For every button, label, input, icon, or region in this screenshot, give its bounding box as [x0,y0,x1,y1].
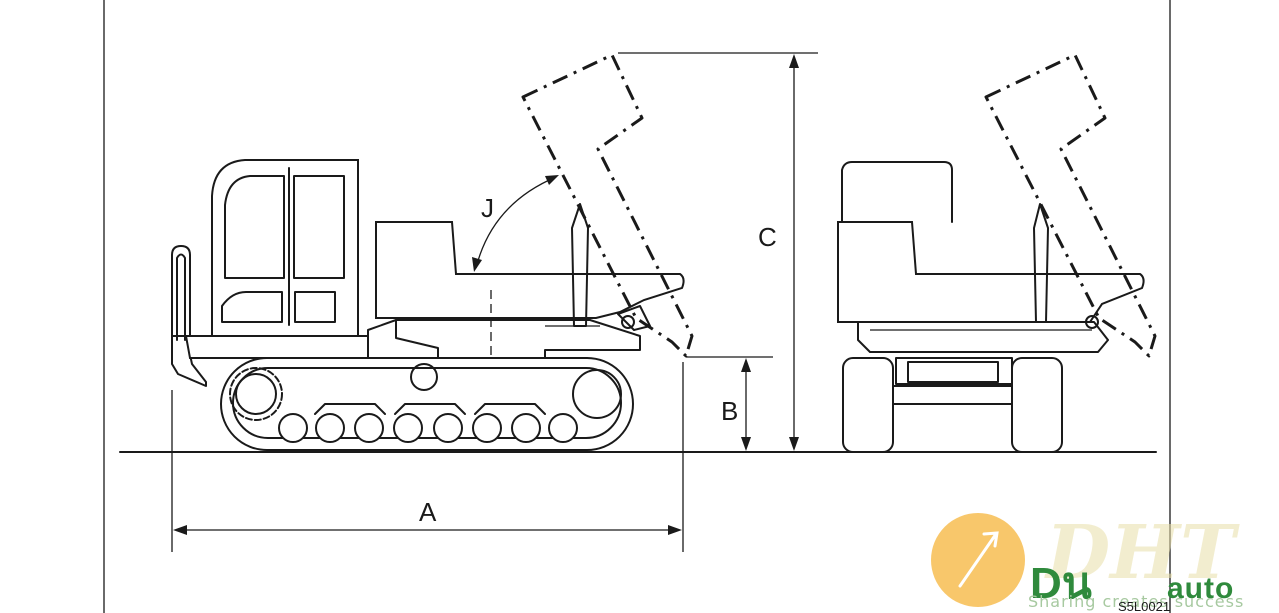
watermark-auto-text: auto [1167,572,1234,605]
dump-bed [375,221,685,319]
front-idler [572,369,622,419]
figure-code: S5L0021 [1118,599,1170,613]
front-left-track [842,357,894,453]
side-view-carrier [171,159,685,451]
hinge-pivot [621,315,635,329]
cab-window-left [224,175,285,279]
dim-c-arrow-top [789,54,799,68]
front-right-track [1011,357,1063,453]
watermark-slogan: Sharing creates success [1028,592,1244,611]
front-bed [837,221,1145,323]
watermark-brand-text: Dน [1030,559,1092,608]
watermark-arrow-icon [958,531,999,588]
angle-j-arc [475,176,557,269]
dim-a-arrow-left [173,525,187,535]
rear-handrail [171,245,191,341]
front-view-carrier [837,161,1145,453]
cab-lower-window-right [294,291,336,323]
dim-b-arrow-bottom [741,437,751,451]
carrier-frame [367,319,439,359]
drive-sprocket [229,367,283,421]
dim-c-label: C [758,222,777,252]
front-cab [841,161,953,223]
front-raised-bed-phantom [984,53,1157,358]
angle-j-label: J [481,193,494,223]
angle-j-arrow-top [545,175,559,185]
cab-lower-window-left [221,291,283,323]
track-rollers [278,413,578,443]
angle-j-arrow-bottom [472,257,482,272]
dim-a-label: A [419,497,437,527]
dim-a-arrow-right [668,525,682,535]
dim-b-label: B [721,396,738,426]
carrier-deck [184,335,369,359]
watermark: DHT Dน auto Sharing creates success [931,510,1244,611]
dim-b-arrow-top [741,358,751,372]
carrier-roller [410,363,438,391]
front-cylinder [1033,203,1049,323]
cab-window-right [293,175,345,279]
dim-c-arrow-bottom [789,437,799,451]
crawler-track-inner [232,367,622,439]
side-raised-bed-phantom [521,53,694,358]
watermark-main-text: DHT [1044,510,1240,596]
